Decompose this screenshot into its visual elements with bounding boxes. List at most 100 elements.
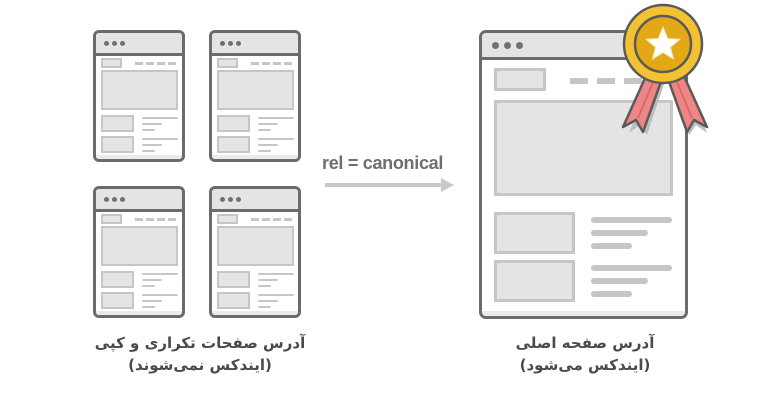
logo-placeholder bbox=[494, 68, 546, 91]
nav-dash bbox=[135, 218, 143, 221]
nav-dash bbox=[284, 62, 292, 65]
nav-dash bbox=[135, 62, 143, 65]
nav-dash bbox=[146, 218, 154, 221]
thumbnail-placeholder bbox=[217, 136, 250, 153]
arrow-head-icon bbox=[441, 178, 454, 192]
text-line bbox=[591, 243, 632, 249]
window-footer bbox=[212, 155, 298, 159]
nav-dash bbox=[157, 62, 165, 65]
window-dot-icon bbox=[104, 197, 109, 202]
thumbnail-placeholder bbox=[101, 292, 134, 309]
window-dot-icon bbox=[220, 41, 225, 46]
text-line bbox=[258, 300, 278, 302]
text-line bbox=[258, 306, 271, 308]
text-line bbox=[142, 144, 162, 146]
hero-image-placeholder bbox=[101, 70, 178, 110]
window-dot-icon bbox=[112, 197, 117, 202]
window-titlebar bbox=[212, 189, 298, 212]
arrow-right-icon bbox=[325, 183, 443, 187]
text-line bbox=[142, 138, 178, 140]
text-line bbox=[142, 279, 162, 281]
window-footer bbox=[96, 155, 182, 159]
logo-placeholder bbox=[101, 214, 122, 224]
text-line bbox=[258, 129, 271, 131]
text-line bbox=[258, 117, 294, 119]
canonical-arrow-label: rel = canonical bbox=[322, 153, 444, 173]
thumbnail-placeholder bbox=[101, 115, 134, 132]
text-line bbox=[142, 123, 162, 125]
nav-dash bbox=[273, 62, 281, 65]
window-dot-icon bbox=[120, 41, 125, 46]
window-dot-icon bbox=[112, 41, 117, 46]
caption-line-2: (ایندکس نمی‌شوند) bbox=[128, 356, 272, 374]
thumbnail-placeholder bbox=[101, 136, 134, 153]
window-dot-icon bbox=[236, 41, 241, 46]
text-line bbox=[258, 294, 294, 296]
window-dot-icon bbox=[236, 197, 241, 202]
text-line bbox=[591, 291, 632, 297]
text-line bbox=[591, 217, 672, 223]
window-dot-icon bbox=[104, 41, 109, 46]
nav-dash bbox=[262, 218, 270, 221]
logo-placeholder bbox=[217, 58, 238, 68]
award-medal-star-icon bbox=[621, 3, 709, 135]
logo-placeholder bbox=[101, 58, 122, 68]
duplicate-page-window-1 bbox=[93, 30, 185, 162]
nav-dash bbox=[251, 62, 259, 65]
window-titlebar bbox=[212, 33, 298, 56]
text-line bbox=[142, 285, 155, 287]
nav-dash bbox=[168, 218, 176, 221]
text-line bbox=[591, 265, 672, 271]
nav-dash bbox=[146, 62, 154, 65]
text-line bbox=[142, 294, 178, 296]
thumbnail-placeholder bbox=[217, 115, 250, 132]
canonical-page-caption: آدرس صفحه اصلی (ایندکس می‌شود) bbox=[485, 332, 685, 376]
window-dot-icon bbox=[220, 197, 225, 202]
nav-dash bbox=[251, 218, 259, 221]
text-line bbox=[258, 273, 294, 275]
duplicate-page-window-3 bbox=[93, 186, 185, 318]
hero-image-placeholder bbox=[217, 226, 294, 266]
text-line bbox=[142, 129, 155, 131]
text-line bbox=[142, 306, 155, 308]
text-line bbox=[258, 138, 294, 140]
text-line bbox=[591, 278, 648, 284]
window-dot-icon bbox=[120, 197, 125, 202]
window-titlebar bbox=[96, 33, 182, 56]
text-line bbox=[142, 273, 178, 275]
nav-dash bbox=[597, 78, 615, 84]
text-line bbox=[142, 150, 155, 152]
window-dot-icon bbox=[516, 42, 523, 49]
nav-dash bbox=[168, 62, 176, 65]
nav-dash bbox=[570, 78, 588, 84]
text-line bbox=[142, 300, 162, 302]
caption-line-1: آدرس صفحات تکراری و کپی bbox=[94, 334, 306, 352]
text-line bbox=[591, 230, 648, 236]
duplicate-page-window-2 bbox=[209, 30, 301, 162]
thumbnail-placeholder bbox=[494, 212, 575, 254]
window-dot-icon bbox=[228, 197, 233, 202]
nav-dash bbox=[262, 62, 270, 65]
logo-placeholder bbox=[217, 214, 238, 224]
thumbnail-placeholder bbox=[217, 271, 250, 288]
nav-dash bbox=[284, 218, 292, 221]
text-line bbox=[258, 123, 278, 125]
hero-image-placeholder bbox=[101, 226, 178, 266]
nav-dash bbox=[157, 218, 165, 221]
nav-dash bbox=[624, 78, 642, 84]
window-footer bbox=[212, 311, 298, 315]
window-dot-icon bbox=[228, 41, 233, 46]
duplicate-pages-caption: آدرس صفحات تکراری و کپی (ایندکس نمی‌شوند… bbox=[80, 332, 320, 376]
nav-dash bbox=[273, 218, 281, 221]
duplicate-page-window-4 bbox=[209, 186, 301, 318]
window-titlebar bbox=[96, 189, 182, 212]
text-line bbox=[142, 117, 178, 119]
text-line bbox=[258, 285, 271, 287]
hero-image-placeholder bbox=[217, 70, 294, 110]
caption-line-1: آدرس صفحه اصلی bbox=[515, 334, 655, 352]
caption-line-2: (ایندکس می‌شود) bbox=[519, 356, 651, 374]
text-line bbox=[258, 144, 278, 146]
text-line bbox=[258, 279, 278, 281]
window-dot-icon bbox=[504, 42, 511, 49]
thumbnail-placeholder bbox=[217, 292, 250, 309]
